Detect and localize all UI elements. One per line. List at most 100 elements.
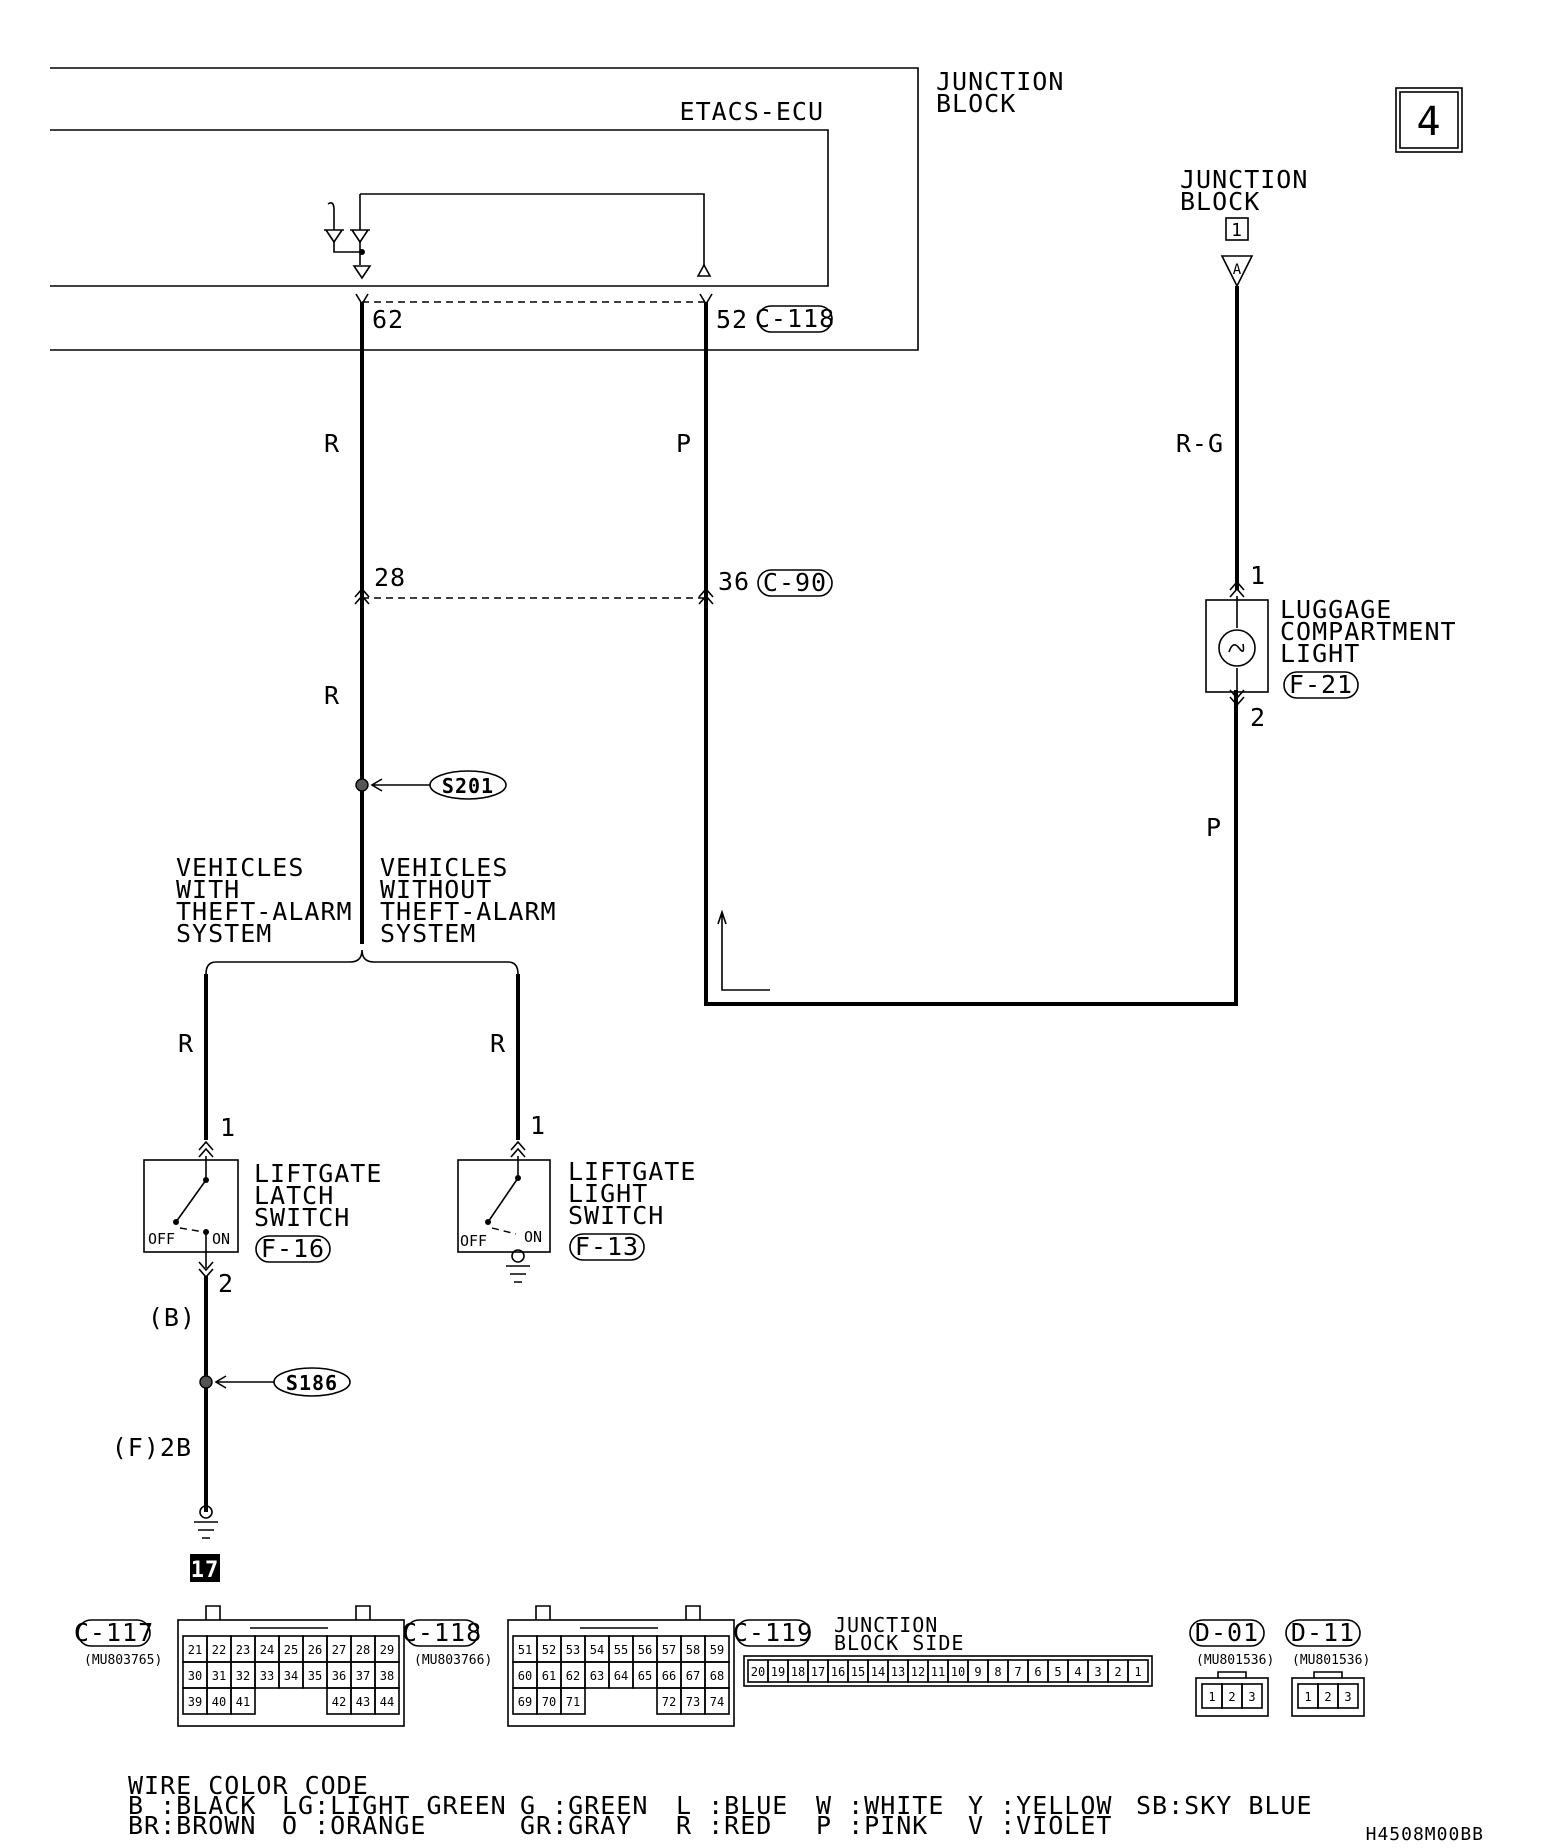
c117-id: C-117 [74,1618,154,1647]
right-jb-number-box [1225,217,1249,241]
c119-pin-number: 10 [951,1665,965,1679]
splice-s201-badge [429,770,507,800]
c119-pin-number: 17 [811,1665,825,1679]
mid-connector-id: C-90 [763,568,827,597]
d11-pin-number: 1 [1304,1690,1311,1704]
diode-lead [327,202,335,230]
page-number-box [1395,87,1463,153]
c119-pin-number: 20 [751,1665,765,1679]
d11-part: (MU801536) [1292,1653,1370,1668]
light-id-box [569,1233,645,1261]
c119-pin-number: 2 [1114,1665,1121,1679]
upper-connector-id-box [757,305,833,333]
latch-connector-top [198,1140,214,1158]
c118-part: (MU803766) [414,1653,492,1668]
c117-pin-cell [230,1687,256,1715]
light-switch-blade [487,1177,519,1223]
luggage-pin-top: 1 [1250,561,1266,590]
c117-pin-number: 34 [284,1669,298,1683]
wire-color-code-entry: LG:LIGHT GREEN [282,1791,507,1820]
c117-pin-number: 29 [380,1643,394,1657]
c117-part: (MU803765) [84,1653,162,1668]
c118-id-box [405,1619,479,1647]
wire-color-code-title: WIRE COLOR CODE [128,1771,369,1800]
c117-pin-number: 43 [356,1695,370,1709]
luggage-connector-bottom [1229,689,1245,707]
c119-label-2: BLOCK SIDE [834,1631,964,1655]
wire-color-code-entry: W :WHITE [816,1791,944,1820]
ecu-internal-line [360,193,705,265]
c118-pin-number: 63 [590,1669,604,1683]
c119-pin-number: 8 [994,1665,1001,1679]
c118-pin-number: 53 [566,1643,580,1657]
c117-pin-number: 26 [308,1643,322,1657]
etacs-ecu-outline [50,129,829,287]
splice-s186-badge [273,1367,351,1397]
wire-label-light: R [490,1029,506,1058]
light-switch-box [457,1159,551,1253]
c119-pin-number: 5 [1054,1665,1061,1679]
with-label-4: SYSTEM [176,919,272,948]
right-jb-terminal-label: A [1233,262,1242,278]
upper-connector-pin-left: 62 [372,305,404,334]
c119-pin-number: 13 [891,1665,905,1679]
luggage-pin-bottom: 2 [1250,703,1266,732]
with-label-2: WITH [176,875,240,904]
wire-p-loop [704,302,1238,1006]
splice-s201-dot [355,778,369,792]
c119-id-box [735,1619,811,1647]
c118-pin-number: 65 [638,1669,652,1683]
splice-s201-label: S201 [442,774,494,798]
c119-pin-number: 14 [871,1665,885,1679]
latch-switch-pivot [173,1219,179,1225]
wire-label-left-upper: R [324,429,340,458]
wire-color-code-entry: G :GREEN [520,1791,648,1820]
c118-latch [535,1605,701,1629]
wire-color-code-entry: O :ORANGE [282,1811,426,1840]
light-switch-travel [491,1227,517,1235]
c119-pin-number: 1 [1134,1665,1141,1679]
luggage-bulb-icon [1218,629,1256,667]
c117-pin-number: 21 [188,1643,202,1657]
splice-s201-pointer [370,778,430,792]
luggage-label-2: COMPARTMENT [1280,617,1457,646]
wire-color-code-entry: R :RED [676,1811,772,1840]
c117-pin-number: 42 [332,1695,346,1709]
ecu-output-arrow [352,265,372,280]
latch-switch-box [143,1159,239,1253]
c117-pin-number: 24 [260,1643,274,1657]
c119-pin-number: 19 [771,1665,785,1679]
latch-label-2: LATCH [254,1181,334,1210]
without-label-4: SYSTEM [380,919,476,948]
c118-pin-number: 68 [710,1669,724,1683]
upper-connector-pin-right: 52 [716,305,748,334]
wire-label-ground-f: (F)2B [112,1433,192,1462]
right-jb-label-1: JUNCTION [1180,165,1308,194]
wire-label-ground-b: (B) [148,1303,196,1332]
d11-pin-number: 3 [1344,1690,1351,1704]
light-on-label: ON [524,1228,542,1246]
diode-symbol-1 [350,229,370,244]
right-jb-number: 1 [1231,220,1243,241]
mid-connector-marks [354,587,714,605]
c118-pin-cell [560,1687,586,1715]
ecu-input-arrow [696,263,712,277]
latch-pin-top: 1 [220,1113,236,1142]
c118-pin-cell [704,1687,730,1715]
d01-pin-cell [1241,1683,1263,1709]
d01-pin-number: 3 [1248,1690,1255,1704]
c117-pin-number: 40 [212,1695,226,1709]
light-off-label: OFF [460,1232,487,1250]
c117-pin-number: 39 [188,1695,202,1709]
c117-id-box [77,1619,151,1647]
without-label-2: WITHOUT [380,875,492,904]
with-label-3: THEFT-ALARM [176,897,353,926]
c119-pin-number: 9 [974,1665,981,1679]
light-switch-pivot [485,1219,491,1225]
flow-marker [717,909,770,991]
c118-pin-number: 66 [662,1669,676,1683]
